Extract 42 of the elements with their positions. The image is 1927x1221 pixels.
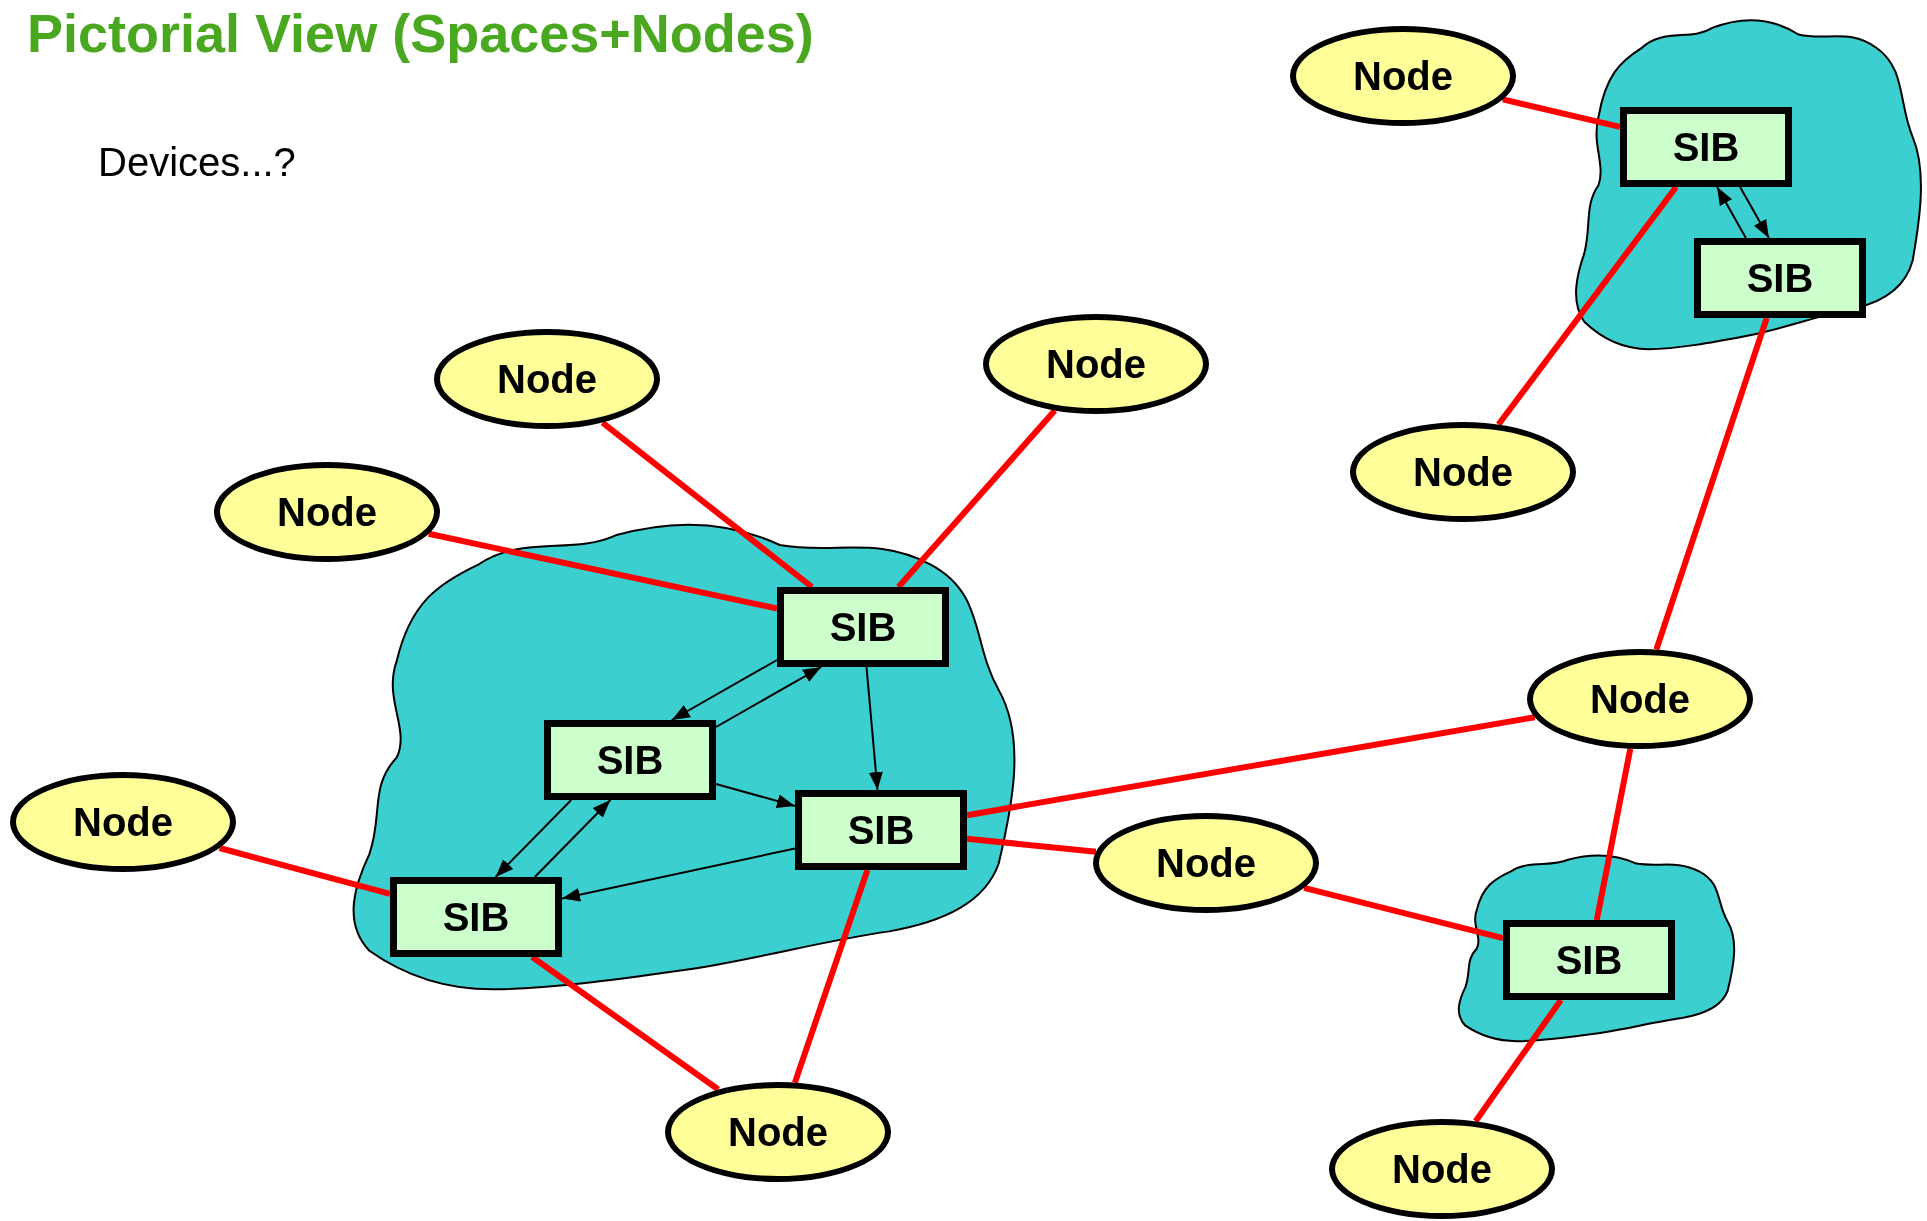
link-line xyxy=(896,408,1058,589)
sib-box: SIB xyxy=(777,587,949,667)
node-ellipse: Node xyxy=(1290,26,1516,126)
arrow xyxy=(715,666,823,728)
note-text: Devices...? xyxy=(98,140,296,185)
sib-box: SIB xyxy=(1620,107,1792,187)
sib-box: SIB xyxy=(1694,238,1866,318)
node-ellipse: Node xyxy=(1350,422,1576,522)
arrow xyxy=(715,783,796,808)
link-line xyxy=(218,845,391,897)
node-ellipse: Node xyxy=(665,1082,891,1182)
link-line xyxy=(966,835,1097,855)
link-line xyxy=(792,869,871,1084)
sib-box: SIB xyxy=(544,720,716,800)
arrow xyxy=(670,659,778,721)
sib-box: SIB xyxy=(390,877,562,957)
link-line xyxy=(1496,185,1679,427)
node-ellipse: Node xyxy=(983,314,1209,414)
arrow xyxy=(494,799,573,878)
link-line xyxy=(1473,998,1564,1124)
node-ellipse: Node xyxy=(1093,813,1319,913)
node-ellipse: Node xyxy=(10,772,236,872)
link-line xyxy=(966,714,1536,819)
node-ellipse: Node xyxy=(1527,649,1753,749)
link-line xyxy=(600,420,814,590)
node-ellipse: Node xyxy=(1329,1119,1555,1219)
arrow xyxy=(1739,186,1770,239)
link-line xyxy=(530,954,721,1092)
arrow xyxy=(865,666,883,791)
sib-box: SIB xyxy=(1503,920,1675,1000)
link-line xyxy=(1653,317,1770,651)
link-line xyxy=(1593,748,1634,921)
arrow xyxy=(561,847,796,902)
link-line xyxy=(428,530,778,612)
link-line xyxy=(1502,96,1621,130)
link-line xyxy=(1303,884,1504,942)
slide-title: Pictorial View (Spaces+Nodes) xyxy=(27,2,814,64)
arrow xyxy=(533,799,612,878)
node-ellipse: Node xyxy=(214,462,440,562)
sib-box: SIB xyxy=(795,790,967,870)
arrow xyxy=(1716,186,1747,239)
node-ellipse: Node xyxy=(434,329,660,429)
